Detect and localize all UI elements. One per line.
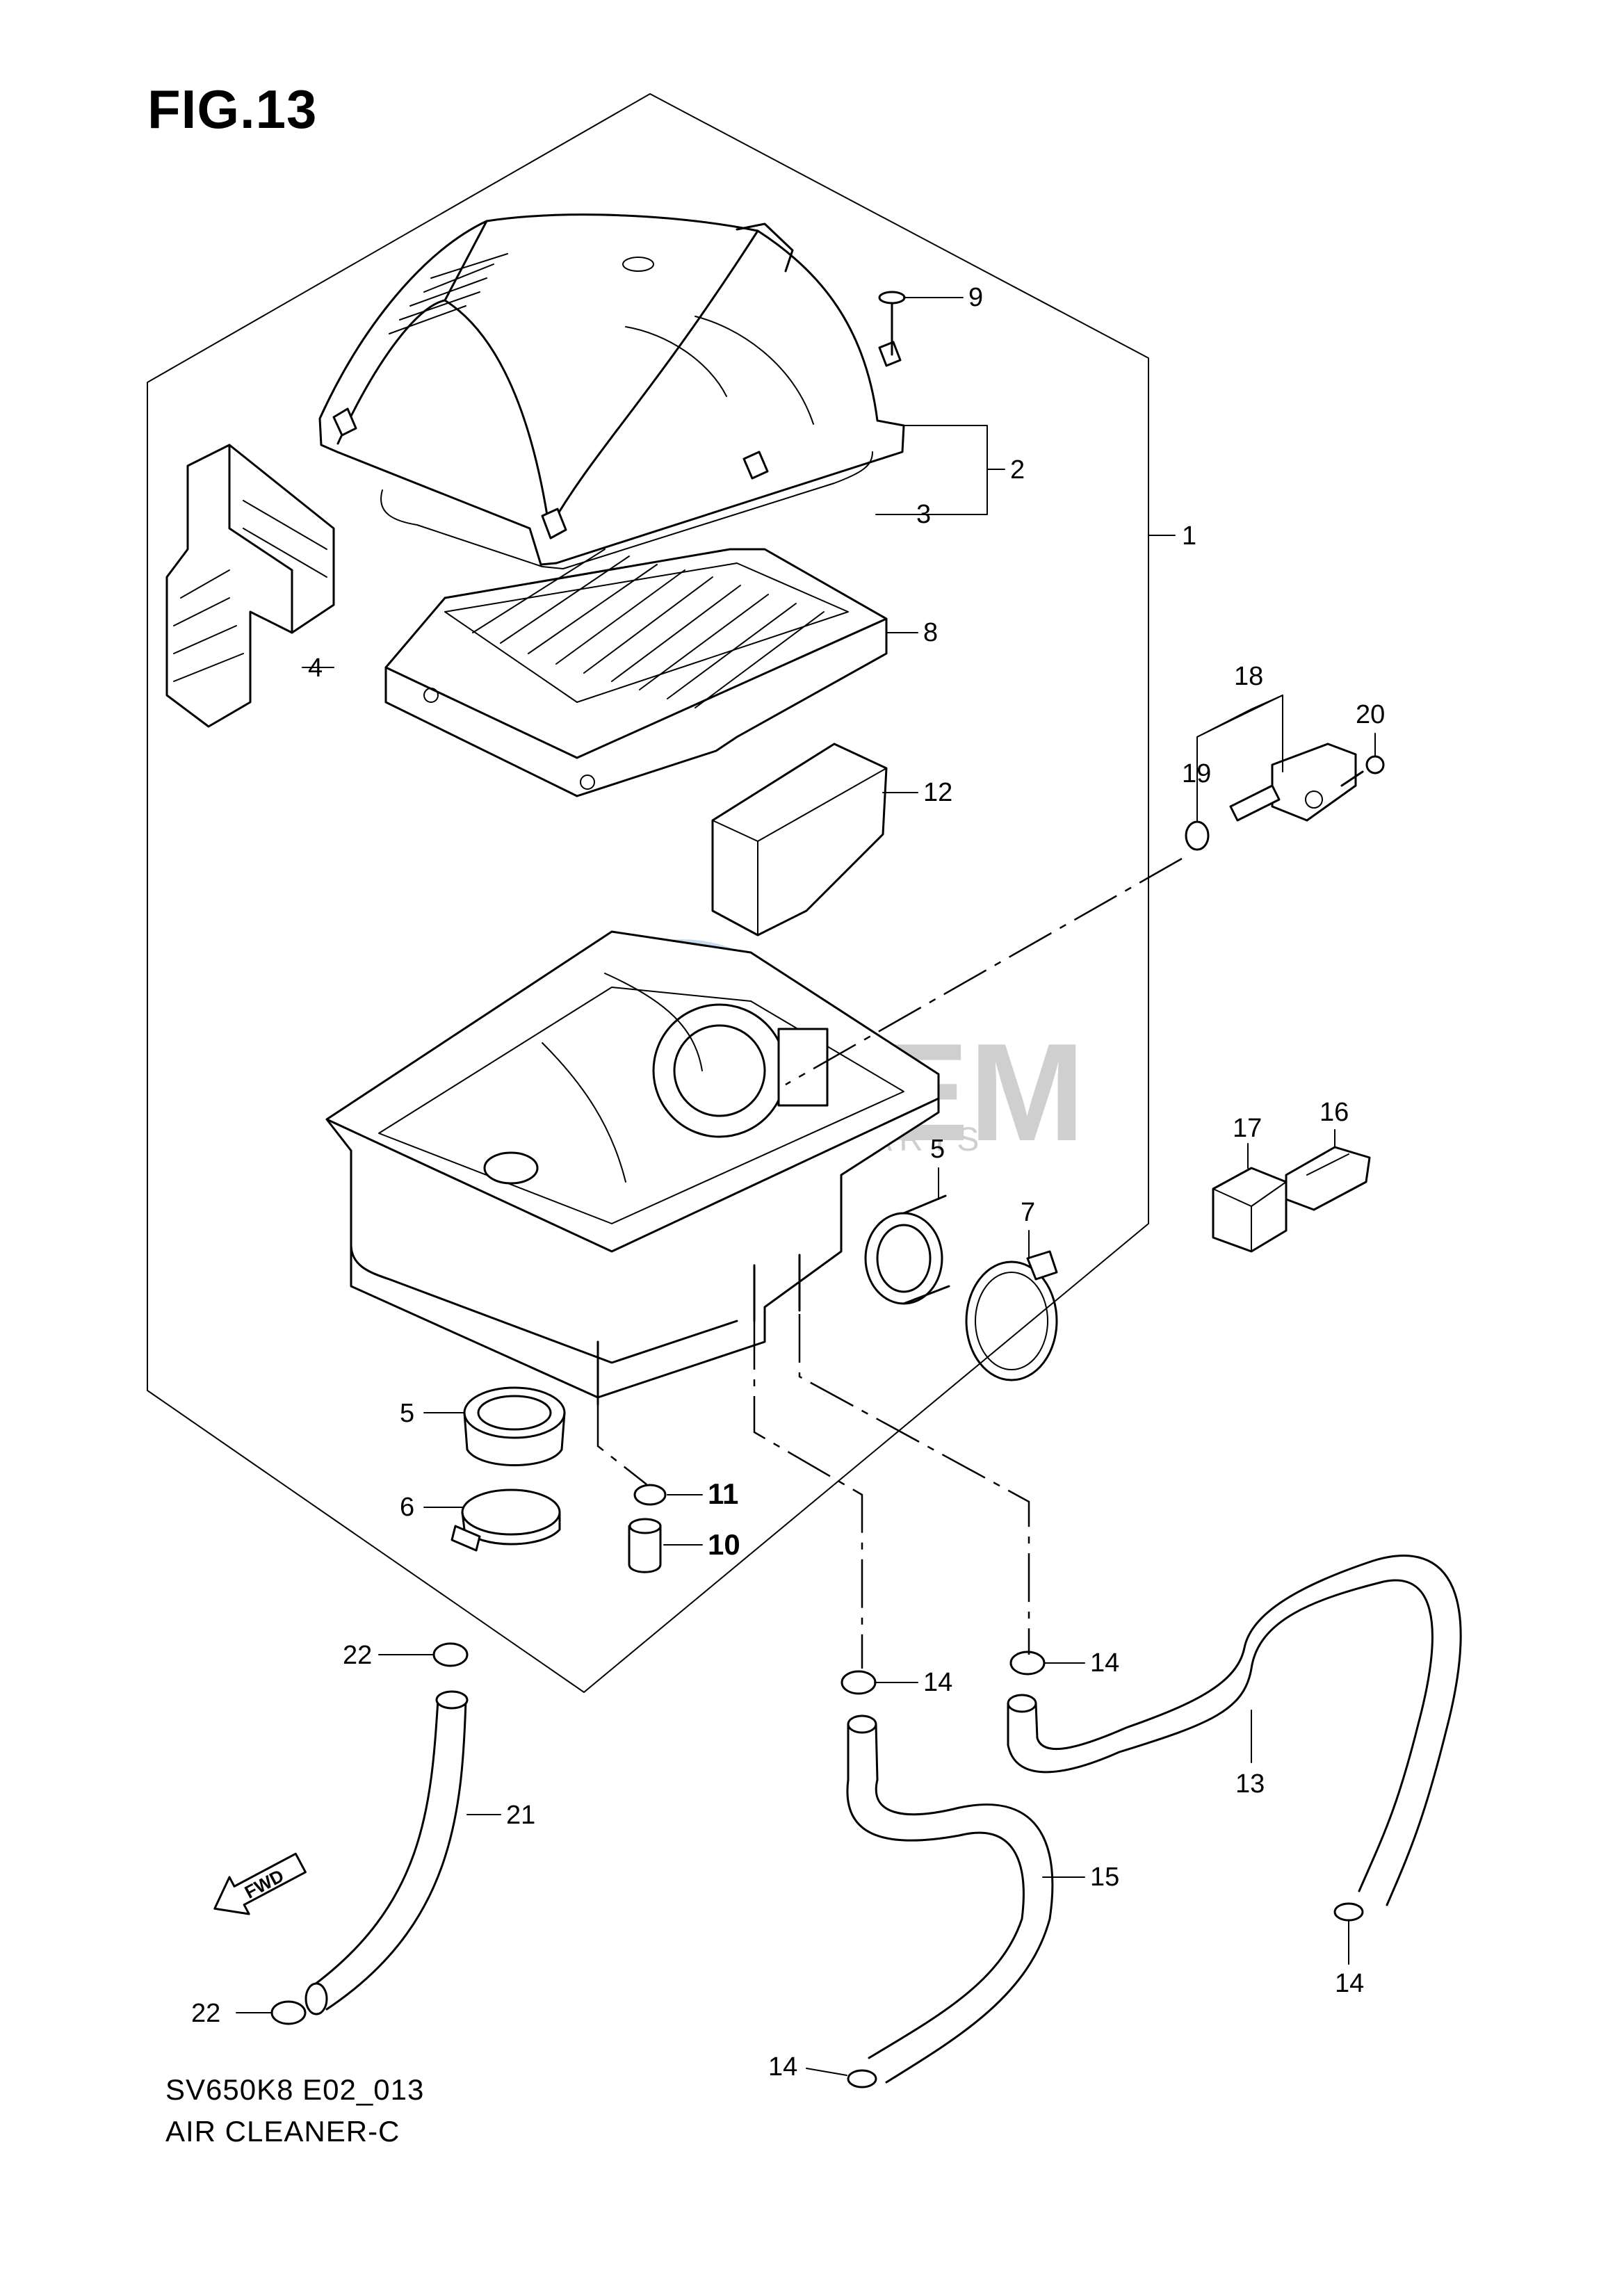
part-14-clamp-b xyxy=(1009,1651,1046,1676)
part-19-o-ring xyxy=(1185,820,1210,851)
callout-16: 16 xyxy=(1320,1098,1349,1127)
part-10-cap xyxy=(628,1518,662,1573)
part-1-cleaner-case xyxy=(325,930,940,1406)
connection-line-cap xyxy=(596,1404,647,1485)
callout-18: 18 xyxy=(1234,662,1263,691)
part-4-intake-duct xyxy=(165,444,335,728)
part-15-hose xyxy=(846,1714,1054,2084)
callout-20: 20 xyxy=(1356,700,1385,729)
callout-11: 11 xyxy=(708,1477,738,1510)
callout-10: 10 xyxy=(708,1528,740,1561)
part-21-drain-hose xyxy=(304,1690,469,2016)
part-14-clamp-d xyxy=(847,2069,877,2089)
part-13-hose xyxy=(1007,1555,1462,1906)
part-22-clamp-top xyxy=(432,1642,469,1667)
figure-code: SV650K8 E02_013 xyxy=(165,2073,425,2106)
callout-19: 19 xyxy=(1182,759,1211,788)
callout-5-right: 5 xyxy=(930,1135,945,1164)
callout-14-d: 14 xyxy=(768,2052,797,2082)
callout-22-top: 22 xyxy=(343,1641,372,1670)
part-16-connector xyxy=(1285,1146,1371,1211)
part-7-clamp xyxy=(965,1250,1058,1381)
part-5-inlet-rubber-right xyxy=(864,1194,950,1305)
part-22-clamp-bottom xyxy=(270,2000,307,2025)
leader-lines xyxy=(236,297,1376,2076)
assembly-boundary xyxy=(147,93,1149,1693)
callout-22-bottom: 22 xyxy=(191,1999,220,2028)
callout-8: 8 xyxy=(923,618,938,647)
part-18-sensor xyxy=(1229,743,1357,822)
part-9-screw xyxy=(878,291,906,356)
callout-17: 17 xyxy=(1233,1114,1262,1143)
part-11-clamp xyxy=(633,1484,667,1506)
part-6-clamp xyxy=(450,1489,561,1552)
callout-2: 2 xyxy=(1010,455,1025,485)
connection-line-hose-15 xyxy=(753,1321,863,1669)
figure-name: AIR CLEANER-C xyxy=(165,2115,400,2148)
part-12-sponge xyxy=(711,743,888,936)
callout-6: 6 xyxy=(400,1493,414,1522)
callout-9: 9 xyxy=(968,283,983,312)
callout-1: 1 xyxy=(1182,521,1196,551)
part-14-clamp-c xyxy=(1333,1902,1364,1922)
part-3-seal xyxy=(380,451,873,569)
part-14-clamp-a xyxy=(841,1670,877,1695)
part-2-cleaner-cap xyxy=(318,213,905,566)
callout-15: 15 xyxy=(1090,1863,1119,1892)
part-5-inlet-rubber-left xyxy=(463,1386,566,1466)
callout-14-c: 14 xyxy=(1335,1969,1364,1998)
connection-line-sensor xyxy=(785,857,1183,1086)
connection-line-hose-13 xyxy=(798,1314,1030,1655)
part-8-element xyxy=(384,548,888,797)
callout-14-a: 14 xyxy=(923,1668,952,1697)
callout-3: 3 xyxy=(916,500,931,529)
callout-4: 4 xyxy=(308,654,323,683)
callout-5-left: 5 xyxy=(400,1399,414,1428)
callout-14-b: 14 xyxy=(1090,1648,1119,1678)
callout-12: 12 xyxy=(923,778,952,807)
part-17-coupler xyxy=(1212,1167,1288,1253)
callout-7: 7 xyxy=(1021,1198,1035,1227)
callout-numbers: 1 2 3 4 5 5 6 7 8 9 10 11 12 13 14 14 14… xyxy=(191,283,1385,2082)
callout-13: 13 xyxy=(1235,1769,1265,1799)
fwd-direction-arrow: FWD xyxy=(213,1852,307,1915)
callout-21: 21 xyxy=(506,1801,535,1830)
figure-title: FIG.13 xyxy=(147,79,318,140)
